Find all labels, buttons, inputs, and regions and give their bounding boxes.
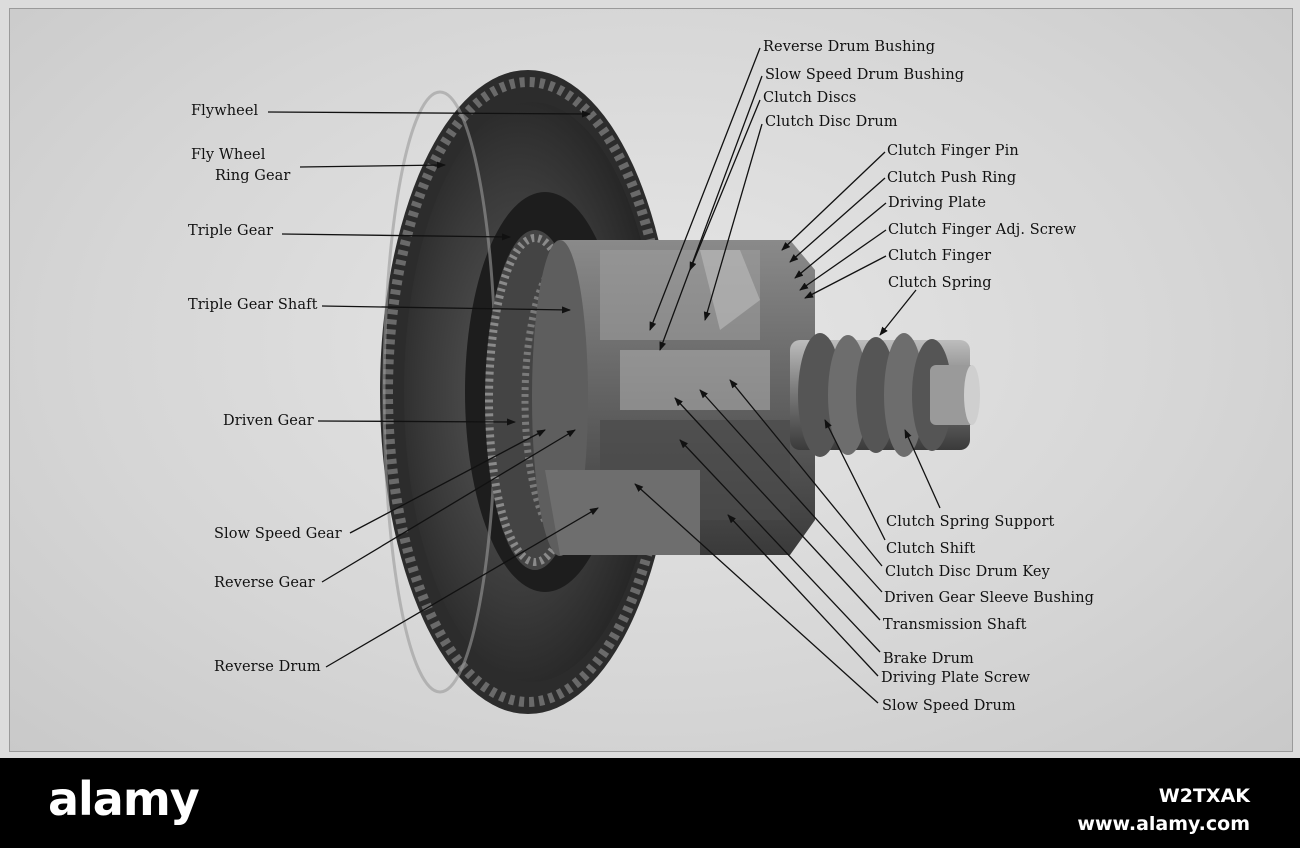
label-clutch-spring: Clutch Spring	[888, 275, 992, 291]
label-clutch-disc-drum-key: Clutch Disc Drum Key	[885, 564, 1050, 580]
label-driven-gear-sleeve-bushing: Driven Gear Sleeve Bushing	[884, 590, 1095, 606]
transmission-cutaway-diagram	[267, 47, 980, 714]
label-clutch-finger-adj-screw: Clutch Finger Adj. Screw	[888, 222, 1077, 238]
clutch-spring-shape	[790, 333, 980, 457]
image-id-block: W2TXAK www.alamy.com	[1077, 782, 1250, 838]
site-url: www.alamy.com	[1077, 813, 1250, 835]
label-driving-plate-screw: Driving Plate Screw	[881, 670, 1031, 686]
drum-assembly-shape	[532, 240, 815, 556]
label-reverse-drum-bushing: Reverse Drum Bushing	[763, 39, 936, 55]
label-clutch-push-ring: Clutch Push Ring	[887, 170, 1017, 186]
leader-lines-left	[267, 110, 599, 668]
label-clutch-disc-drum: Clutch Disc Drum	[765, 114, 898, 130]
watermark-footer	[0, 758, 1300, 848]
label-brake-drum: Brake Drum	[883, 651, 974, 667]
label-flywheel: Flywheel	[191, 103, 259, 119]
label-clutch-shift: Clutch Shift	[886, 541, 976, 557]
label-fly-wheel-ring-gear-line1: Fly Wheel	[191, 147, 266, 163]
label-fly-wheel-ring-gear-line2: Ring Gear	[215, 168, 291, 184]
label-clutch-finger-pin: Clutch Finger Pin	[887, 143, 1019, 159]
label-slow-speed-drum: Slow Speed Drum	[882, 698, 1016, 714]
label-triple-gear-shaft: Triple Gear Shaft	[188, 297, 318, 313]
label-transmission-shaft: Transmission Shaft	[883, 617, 1027, 633]
label-reverse-drum: Reverse Drum	[214, 659, 321, 675]
label-slow-speed-gear: Slow Speed Gear	[214, 526, 342, 542]
image-id: W2TXAK	[1158, 785, 1250, 807]
label-driving-plate: Driving Plate	[888, 195, 986, 211]
label-clutch-discs: Clutch Discs	[763, 90, 857, 106]
alamy-logo: alamy	[48, 772, 200, 826]
label-clutch-spring-support: Clutch Spring Support	[886, 514, 1055, 530]
label-reverse-gear: Reverse Gear	[214, 575, 315, 591]
label-driven-gear: Driven Gear	[223, 413, 314, 429]
leader-lines-right	[634, 47, 941, 704]
label-triple-gear: Triple Gear	[188, 223, 274, 239]
label-slow-speed-drum-bushing: Slow Speed Drum Bushing	[765, 67, 965, 83]
label-clutch-finger: Clutch Finger	[888, 248, 992, 264]
